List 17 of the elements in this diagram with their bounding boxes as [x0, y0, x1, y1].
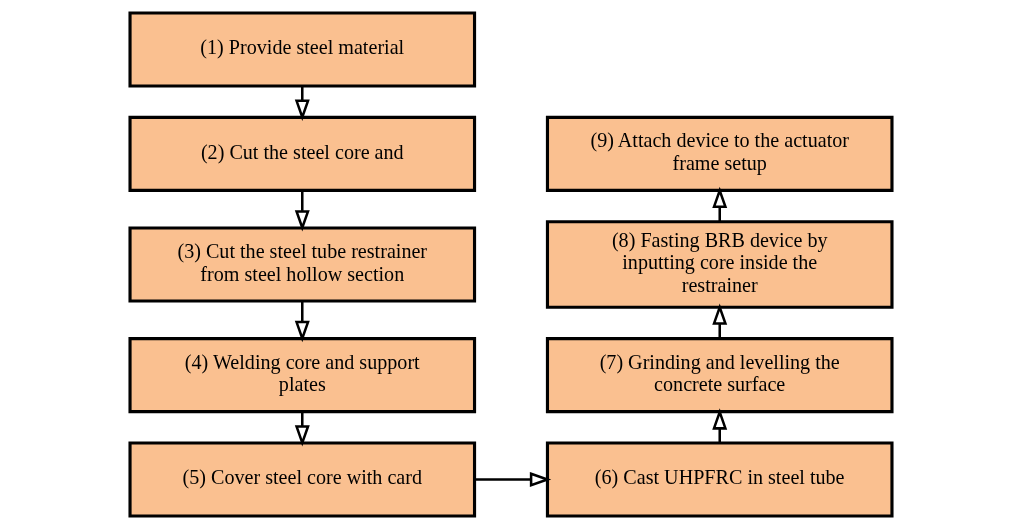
arrow	[294, 190, 310, 232]
node-box: (5) Cover steel core with card	[127, 441, 476, 518]
arrow	[711, 303, 727, 339]
arrow	[294, 412, 310, 447]
node-box: (9) Attach device to the actuator frame setup	[545, 115, 894, 192]
node-box: (4) Welding core and support plates	[127, 337, 476, 414]
arrow	[474, 472, 551, 487]
node-box: (6) Cast UHPFRC in steel tube	[545, 441, 894, 518]
node-box: (1) Provide steel material	[127, 11, 476, 88]
node-box: (8) Fasting BRB device by inputting core inside the restrainer	[545, 220, 894, 309]
node-box: (3) Cut the steel tube restrainer from steel hollow section	[127, 226, 476, 303]
arrow	[711, 408, 727, 443]
arrow	[294, 86, 310, 121]
arrow	[711, 186, 727, 222]
arrow	[294, 301, 310, 343]
node-box: (2) Cut the steel core and	[127, 115, 476, 192]
node-box: (7) Grinding and levelling the concrete surface	[545, 337, 894, 414]
